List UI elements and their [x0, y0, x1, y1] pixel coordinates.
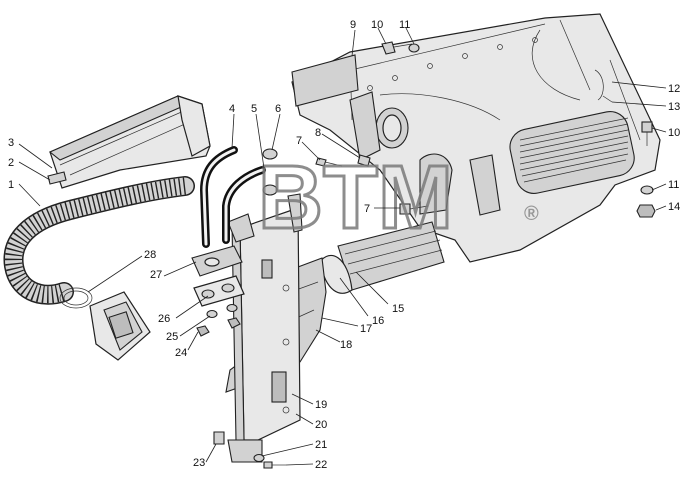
nut-24a	[196, 325, 210, 337]
clip-8	[357, 154, 371, 167]
pipe-4	[199, 146, 238, 248]
housing-flange	[349, 91, 381, 161]
gasket-27	[191, 245, 243, 277]
callout-24: 24	[175, 347, 187, 359]
washer-11-top	[408, 43, 420, 53]
clamp-6-upper	[262, 148, 278, 160]
callout-3: 3	[8, 137, 14, 149]
callout-17: 17	[360, 323, 372, 335]
callout-5: 5	[251, 103, 257, 115]
screw-7-lower	[399, 203, 429, 215]
callout-16: 16	[372, 315, 384, 327]
nut-14	[636, 204, 656, 218]
flange-26	[193, 275, 245, 307]
washer-11-right	[640, 185, 654, 195]
callout-2: 2	[8, 157, 14, 169]
bolt-22	[263, 461, 286, 469]
callout-10-right: 10	[668, 127, 680, 139]
callout-11-right: 11	[668, 179, 679, 191]
callout-15: 15	[392, 303, 404, 315]
pipe-5	[222, 166, 266, 244]
watermark: BTM ®	[257, 147, 540, 250]
callout-13: 13	[668, 101, 680, 113]
part-9-bracket	[291, 54, 359, 107]
callout-4: 4	[229, 103, 235, 115]
leader-lines	[18, 27, 667, 466]
watermark-text: BTM	[258, 148, 453, 248]
corrugated-hose-1	[3, 176, 195, 305]
channel-3	[48, 95, 211, 189]
callout-19: 19	[315, 399, 327, 411]
callout-12: 12	[668, 83, 680, 95]
clip-13	[602, 95, 613, 103]
bolt-10-right	[641, 121, 653, 146]
watermark-registered: ®	[524, 203, 539, 225]
clip-2	[47, 171, 67, 185]
clamp-6-lower	[262, 184, 278, 196]
callout-28: 28	[144, 249, 156, 261]
washer-25a	[206, 309, 218, 319]
callout-22: 22	[315, 459, 327, 471]
callout-8: 8	[315, 127, 321, 139]
callout-25: 25	[166, 331, 178, 343]
callout-labels: 1 2 3 4 5 6 7 8 9 10 11 12 13 10 11 14 7…	[8, 19, 680, 471]
callout-10-top: 10	[371, 19, 383, 31]
callout-26: 26	[158, 313, 170, 325]
callout-23: 23	[193, 457, 205, 469]
callout-20: 20	[315, 419, 327, 431]
callout-7-upper: 7	[296, 135, 302, 147]
washer-25b	[226, 303, 238, 313]
outlet-nozzle	[419, 153, 453, 215]
callout-7-lower: 7	[364, 203, 370, 215]
callout-18: 18	[340, 339, 352, 351]
bolt-10-top	[381, 41, 413, 55]
heater-housing	[291, 13, 661, 263]
housing-holes	[367, 37, 538, 91]
callout-1: 1	[8, 179, 14, 191]
screw-7-upper	[315, 157, 343, 167]
callout-14: 14	[668, 201, 680, 213]
plug-23	[213, 431, 225, 445]
callout-27: 27	[150, 269, 162, 281]
washer-21	[253, 453, 265, 463]
nut-24b	[227, 317, 241, 329]
hose-clamp-28	[59, 287, 93, 309]
callout-6: 6	[275, 103, 281, 115]
callout-9: 9	[350, 19, 356, 31]
callout-11-top: 11	[399, 19, 410, 31]
outlet-vent	[89, 291, 151, 361]
callout-21: 21	[315, 439, 327, 451]
radiator-grille	[509, 111, 635, 194]
mounting-plate-20	[227, 193, 303, 463]
